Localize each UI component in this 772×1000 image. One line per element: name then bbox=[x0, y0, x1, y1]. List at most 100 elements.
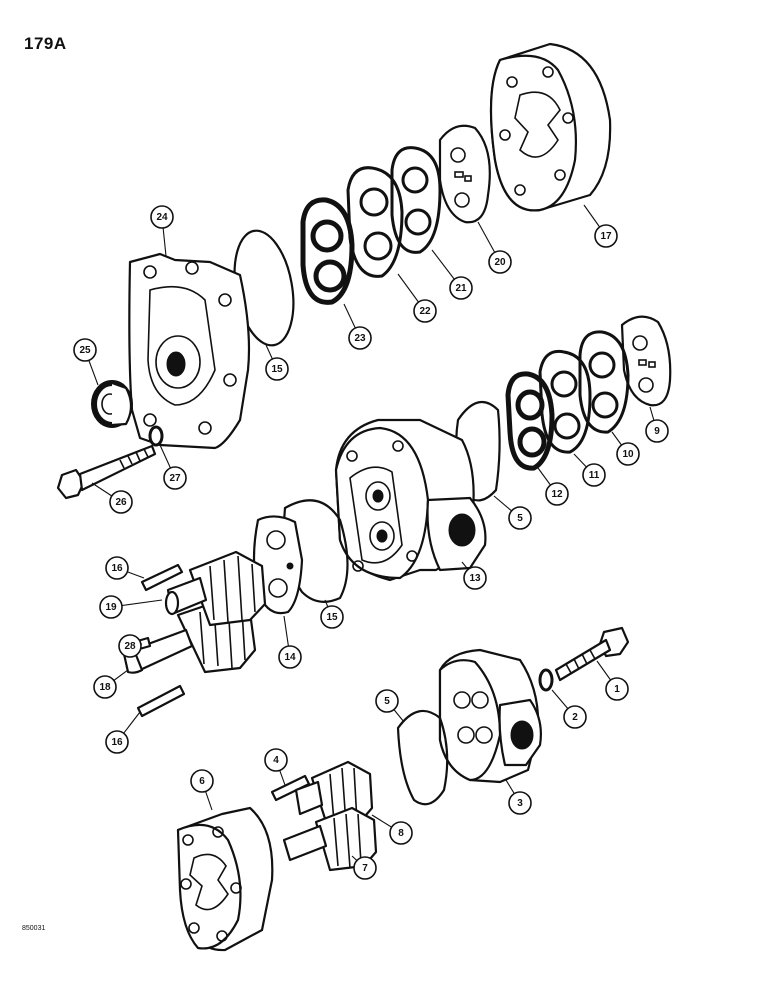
pin-part-16-upper bbox=[140, 563, 184, 592]
pin-part-16-lower bbox=[136, 684, 186, 718]
callout-bubble bbox=[264, 748, 288, 772]
gear-part-7 bbox=[282, 806, 378, 872]
callout-part-27: 27 bbox=[163, 466, 187, 490]
callout-part-21: 21 bbox=[449, 276, 473, 300]
rear-housing-part-17 bbox=[489, 42, 612, 212]
callout-number: 7 bbox=[362, 863, 368, 874]
callout-part-2: 2 bbox=[563, 705, 587, 729]
seal-part-21 bbox=[390, 146, 442, 254]
callout-part-22: 22 bbox=[413, 299, 437, 323]
callout-number: 8 bbox=[398, 828, 404, 839]
callout-number: 5 bbox=[517, 513, 523, 524]
driven-gear-part-19 bbox=[164, 550, 267, 627]
bolt-part-1 bbox=[554, 626, 630, 682]
callout-part-19: 19 bbox=[99, 595, 123, 619]
callout-bubble bbox=[375, 689, 399, 713]
callout-number: 3 bbox=[517, 798, 523, 809]
callout-bubble bbox=[348, 326, 372, 350]
callout-part-28: 28 bbox=[118, 634, 142, 658]
callout-bubble bbox=[545, 482, 569, 506]
callout-number: 27 bbox=[169, 473, 181, 484]
callout-bubble bbox=[265, 357, 289, 381]
callout-part-7: 7 bbox=[353, 856, 377, 880]
callout-bubble bbox=[508, 506, 532, 530]
callout-bubble bbox=[105, 556, 129, 580]
callout-part-25: 25 bbox=[73, 338, 97, 362]
callout-number: 11 bbox=[589, 470, 600, 481]
callout-number: 17 bbox=[600, 231, 612, 242]
thrust-plate-part-20 bbox=[438, 124, 491, 224]
callout-bubble bbox=[109, 490, 133, 514]
bolt-part-26 bbox=[56, 444, 157, 500]
callout-part-24: 24 bbox=[150, 205, 174, 229]
callout-part-14: 14 bbox=[278, 645, 302, 669]
gasket-part-22 bbox=[346, 166, 404, 278]
gear-housing-part-6 bbox=[176, 806, 274, 952]
callout-number: 1 bbox=[614, 684, 620, 695]
callout-bubble bbox=[389, 821, 413, 845]
callout-bubble bbox=[563, 705, 587, 729]
wear-plate-part-14 bbox=[252, 515, 304, 615]
callout-bubble bbox=[353, 856, 377, 880]
callout-part-16: 16 bbox=[105, 556, 129, 580]
callout-number: 16 bbox=[111, 563, 123, 574]
callout-part-8: 8 bbox=[389, 821, 413, 845]
callout-part-16: 16 bbox=[105, 730, 129, 754]
washer-part-2 bbox=[538, 668, 554, 692]
figure-code: 850031 bbox=[22, 925, 46, 932]
callout-number: 6 bbox=[199, 776, 205, 787]
callout-part-5: 5 bbox=[375, 689, 399, 713]
callout-number: 2 bbox=[572, 712, 578, 723]
callout-number: 14 bbox=[284, 652, 296, 663]
callout-part-10: 10 bbox=[616, 442, 640, 466]
callout-number: 5 bbox=[384, 696, 390, 707]
callout-bubble bbox=[190, 769, 214, 793]
callout-bubble bbox=[320, 605, 344, 629]
callout-number: 28 bbox=[124, 641, 136, 652]
page-title: 179A bbox=[24, 34, 67, 53]
callout-number: 4 bbox=[273, 755, 279, 766]
front-cover-part-24 bbox=[128, 252, 251, 450]
callout-bubble bbox=[118, 634, 142, 658]
callout-bubble bbox=[99, 595, 123, 619]
seal-part-10 bbox=[578, 330, 630, 434]
callout-bubble bbox=[278, 645, 302, 669]
callout-part-13: 13 bbox=[463, 566, 487, 590]
gasket-part-12 bbox=[505, 371, 555, 471]
callout-number: 15 bbox=[326, 612, 338, 623]
body-housing-part-13 bbox=[334, 418, 487, 582]
callout-bubble bbox=[594, 224, 618, 248]
callout-bubble bbox=[488, 250, 512, 274]
callout-bubble bbox=[449, 276, 473, 300]
callout-part-9: 9 bbox=[645, 419, 669, 443]
end-cover-part-3 bbox=[438, 648, 542, 784]
callout-part-17: 17 bbox=[594, 224, 618, 248]
callout-part-23: 23 bbox=[348, 326, 372, 350]
callout-bubble bbox=[645, 419, 669, 443]
callout-number: 18 bbox=[99, 682, 111, 693]
callout-part-12: 12 bbox=[545, 482, 569, 506]
callout-number: 19 bbox=[105, 602, 117, 613]
callout-bubble bbox=[150, 205, 174, 229]
callout-bubble bbox=[73, 338, 97, 362]
callout-number: 16 bbox=[111, 737, 123, 748]
callout-part-15: 15 bbox=[265, 357, 289, 381]
callout-bubble bbox=[508, 791, 532, 815]
callout-bubble bbox=[413, 299, 437, 323]
callout-part-20: 20 bbox=[488, 250, 512, 274]
callout-number: 24 bbox=[156, 212, 168, 223]
callout-part-6: 6 bbox=[190, 769, 214, 793]
callout-bubble bbox=[105, 730, 129, 754]
plate-part-9 bbox=[620, 315, 672, 407]
callout-number: 10 bbox=[622, 449, 634, 460]
washer-part-27 bbox=[148, 425, 164, 447]
callout-bubble bbox=[93, 675, 117, 699]
o-ring-part-5-lower bbox=[396, 709, 449, 806]
gasket-part-11 bbox=[538, 349, 592, 454]
callout-part-3: 3 bbox=[508, 791, 532, 815]
callout-bubble bbox=[616, 442, 640, 466]
callout-number: 21 bbox=[455, 283, 467, 294]
callout-number: 23 bbox=[354, 333, 366, 344]
gasket-part-23 bbox=[300, 197, 355, 305]
